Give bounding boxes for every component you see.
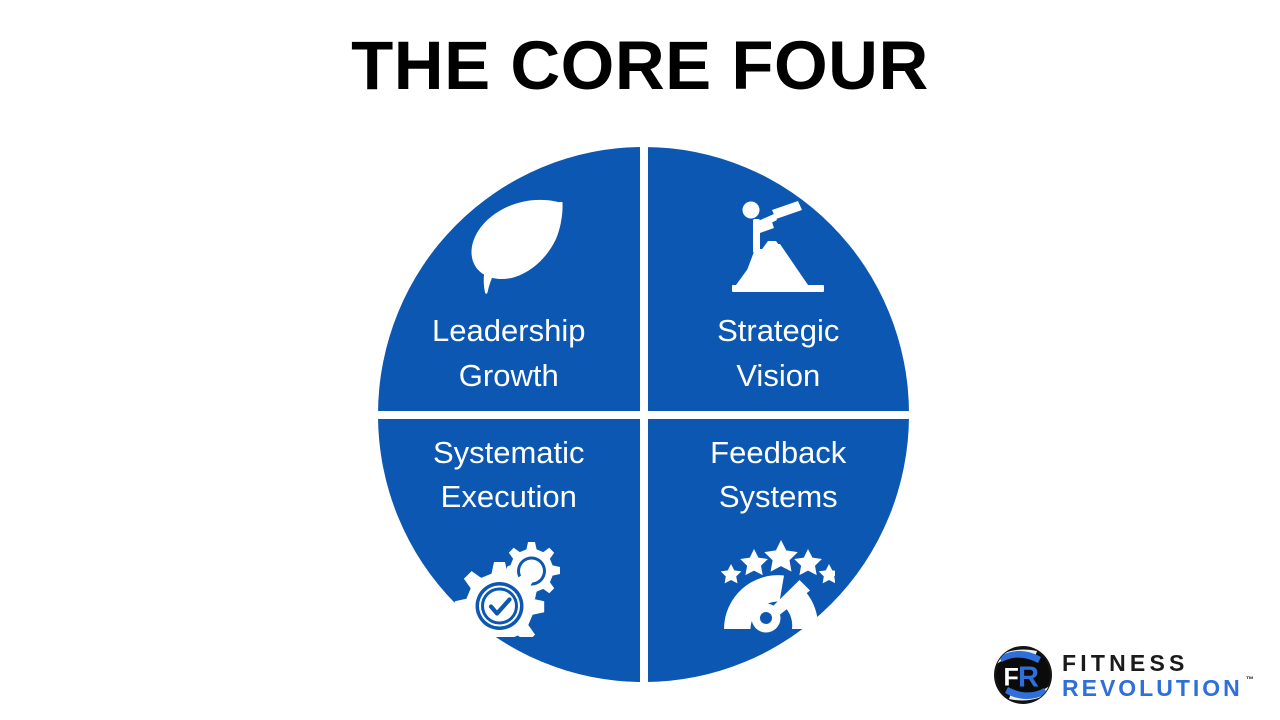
logo-line-revolution-text: REVOLUTION: [1062, 674, 1243, 701]
gauge-stars-icon: [720, 530, 840, 633]
svg-text:F: F: [1004, 664, 1019, 692]
quadrant-systematic-execution[interactable]: Systematic Execution: [378, 414, 644, 682]
gears-checkmark-icon: [454, 534, 564, 652]
logo-line-fitness: FITNESS: [1062, 650, 1189, 677]
fr-badge-icon: F R: [993, 645, 1053, 705]
leaf-icon: [450, 195, 568, 295]
quadrant-label: Strategic Vision: [717, 313, 840, 393]
logo-line-revolution: REVOLUTION ™: [1062, 674, 1254, 701]
telescope-observer-icon: [728, 197, 828, 295]
brand-logo: F R FITNESS REVOLUTION ™: [993, 644, 1263, 706]
quadrant-strategic-vision[interactable]: Strategic Vision: [643, 147, 909, 415]
quadrant-label: Feedback Systems: [710, 434, 847, 515]
quadrant-leadership-growth[interactable]: Leadership Growth: [378, 147, 644, 415]
quadrant-feedback-systems[interactable]: Feedback Systems: [643, 414, 909, 682]
page-title: THE CORE FOUR: [351, 27, 929, 104]
trademark-symbol: ™: [1245, 674, 1254, 684]
quadrant-label: Leadership Growth: [432, 313, 586, 393]
core-four-diagram: Leadership Growth: [378, 147, 909, 682]
logo-wordmark: FITNESS REVOLUTION ™: [1062, 650, 1254, 701]
quadrant-label: Systematic Execution: [432, 434, 585, 515]
svg-text:R: R: [1018, 662, 1039, 694]
